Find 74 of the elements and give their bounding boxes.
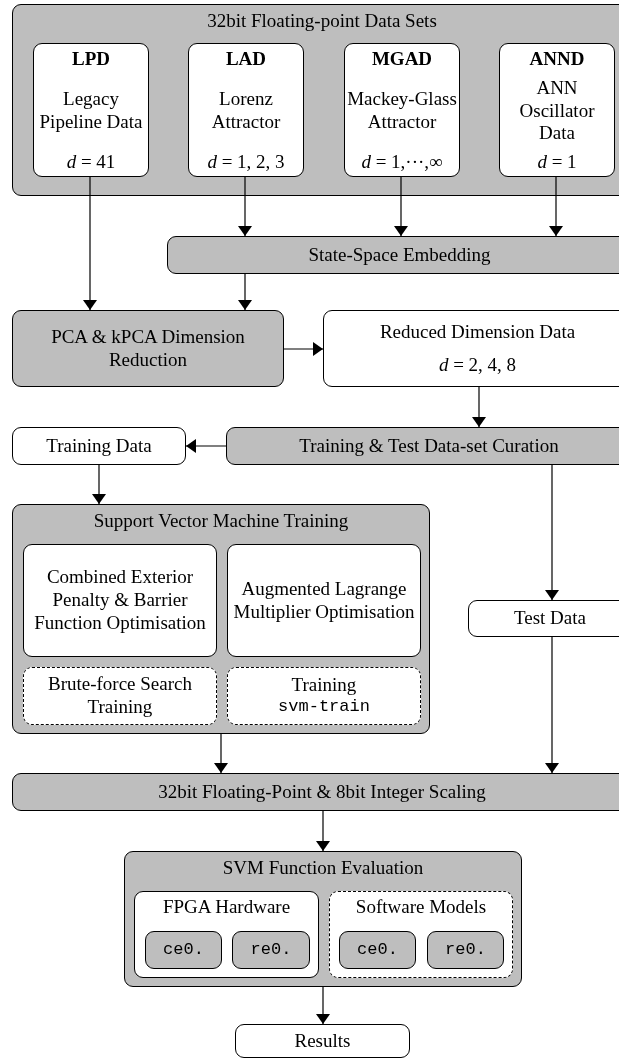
box-heading: LPD bbox=[72, 48, 110, 71]
box-label: 32bit Floating-Point & 8bit Integer Scaling bbox=[158, 780, 486, 804]
arrow bbox=[472, 386, 486, 428]
process-box bbox=[232, 931, 310, 969]
process-box bbox=[23, 544, 217, 657]
box-heading: MGAD bbox=[371, 48, 433, 71]
process-box bbox=[227, 544, 421, 657]
arrow bbox=[185, 439, 227, 453]
process-box bbox=[329, 891, 513, 978]
box-label: Software Models bbox=[355, 896, 487, 919]
code-label: re0. bbox=[445, 939, 486, 961]
code-label: ce0. bbox=[357, 939, 398, 961]
box-label: d = 1,···,∞ bbox=[361, 151, 443, 174]
box-label: Brute-force Search Training bbox=[47, 673, 193, 719]
box-label: d = 1 bbox=[537, 151, 577, 174]
box-label: FPGA Hardware bbox=[162, 896, 291, 919]
process-box bbox=[23, 667, 217, 725]
arrow bbox=[283, 342, 324, 356]
box-label: Legacy Pipeline Data bbox=[38, 88, 144, 134]
arrow bbox=[545, 636, 559, 774]
box-label: PCA & kPCA Dimension Reduction bbox=[50, 325, 246, 372]
arrow bbox=[316, 810, 330, 852]
arrow bbox=[238, 273, 252, 311]
box-label: Results bbox=[294, 1029, 351, 1053]
box-label: SVM Function Evaluation bbox=[222, 857, 424, 880]
process-box bbox=[235, 1024, 410, 1058]
arrow bbox=[394, 175, 408, 237]
box-label: Training bbox=[291, 674, 357, 698]
code-label: ce0. bbox=[163, 939, 204, 961]
process-box bbox=[188, 43, 304, 177]
box-label: 32bit Floating-point Data Sets bbox=[207, 10, 437, 33]
box-label: Mackey-Glass Attractor bbox=[347, 88, 457, 134]
box-label: Test Data bbox=[514, 607, 586, 630]
box-label: d = 2, 4, 8 bbox=[438, 353, 517, 377]
process-box bbox=[145, 931, 222, 969]
process-box bbox=[323, 310, 619, 387]
arrow bbox=[214, 733, 228, 774]
process-box bbox=[124, 851, 522, 987]
process-box bbox=[468, 600, 619, 637]
process-box bbox=[12, 310, 284, 387]
box-label: Training & Test Data-set Curation bbox=[299, 434, 559, 458]
arrow bbox=[238, 175, 252, 237]
process-box bbox=[344, 43, 460, 177]
arrow bbox=[316, 986, 330, 1025]
process-box bbox=[167, 236, 619, 274]
box-label: Lorenz Attractor bbox=[210, 88, 282, 134]
box-label: State-Space Embedding bbox=[308, 243, 491, 267]
box-label: d = 1, 2, 3 bbox=[207, 151, 285, 174]
box-heading: ANND bbox=[529, 48, 585, 71]
process-box bbox=[427, 931, 504, 969]
arrow bbox=[545, 464, 559, 601]
box-heading: LAD bbox=[225, 48, 267, 71]
box-label: Support Vector Machine Training bbox=[93, 510, 349, 533]
process-box bbox=[12, 4, 619, 196]
code-label: re0. bbox=[250, 939, 292, 961]
process-box bbox=[226, 427, 619, 465]
process-box bbox=[339, 931, 416, 969]
process-box bbox=[12, 504, 430, 734]
box-label: Combined Exterior Penalty & Barrier Function Optimisation bbox=[33, 566, 207, 635]
process-box bbox=[33, 43, 149, 177]
code-label: svm-train bbox=[278, 697, 370, 718]
box-label: Augmented Lagrange Multiplier Optimisation bbox=[232, 577, 416, 624]
box-label: Reduced Dimension Data bbox=[379, 320, 576, 344]
box-label: Training Data bbox=[46, 434, 152, 458]
process-box bbox=[134, 891, 319, 978]
box-label: ANN Oscillator Data bbox=[518, 76, 596, 146]
process-box bbox=[12, 427, 186, 465]
process-box bbox=[499, 43, 615, 177]
arrow bbox=[549, 175, 563, 237]
arrow bbox=[92, 464, 106, 505]
process-box bbox=[12, 773, 619, 811]
process-box bbox=[227, 667, 421, 725]
box-label: d = 41 bbox=[66, 151, 116, 174]
arrow bbox=[83, 175, 97, 311]
